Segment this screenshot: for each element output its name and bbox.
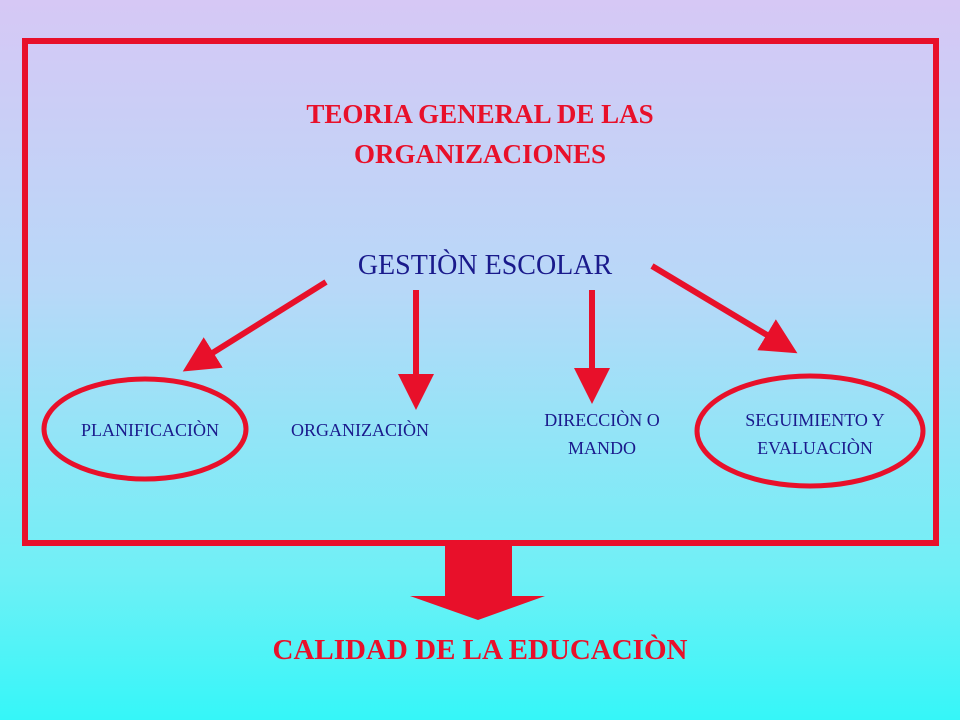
result-label: CALIDAD DE LA EDUCACIÒN — [272, 634, 688, 666]
title-line-2: ORGANIZACIONES — [353, 139, 607, 169]
node-label-line-1: ORGANIZACIÒN — [291, 420, 429, 440]
node-direccion: DIRECCIÒN O MANDO — [502, 406, 702, 462]
node-organizacion: ORGANIZACIÒN — [260, 416, 460, 444]
node-label-line-1: PLANIFICACIÒN — [80, 420, 219, 440]
main-frame — [22, 38, 939, 546]
node-label-line-1: DIRECCIÒN O — [544, 410, 660, 430]
arrow-to-seguimiento — [650, 263, 798, 354]
arrow-to-planificacion — [182, 279, 328, 372]
diagram-title: TEORIA GENERAL DE LAS ORGANIZACIONES — [200, 94, 760, 174]
highlight-ellipse-planificacion — [41, 376, 249, 482]
node-label-line-2: EVALUACIÒN — [757, 438, 873, 458]
node-seguimiento: SEGUIMIENTO Y EVALUACIÒN — [710, 406, 920, 462]
node-label-line-1: SEGUIMIENTO Y — [745, 410, 885, 430]
highlight-ellipse-seguimiento — [694, 373, 926, 489]
title-line-1: TEORIA GENERAL DE LAS — [306, 99, 654, 129]
root-node-label: GESTIÒN ESCOLAR — [357, 250, 613, 281]
node-label-line-2: MANDO — [567, 438, 636, 458]
result-arrow — [410, 546, 545, 620]
node-planificacion: PLANIFICACIÒN — [50, 416, 250, 444]
